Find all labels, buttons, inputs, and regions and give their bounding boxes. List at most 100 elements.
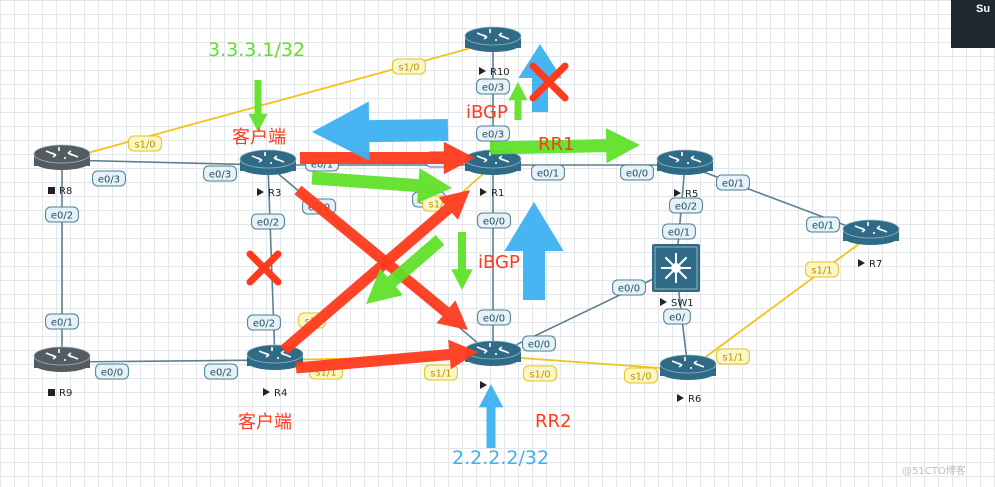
side-panel-tab[interactable]: Su xyxy=(951,0,995,48)
port-name: e0/3 xyxy=(209,170,231,181)
play-icon xyxy=(480,188,487,196)
green-arrow xyxy=(451,232,473,290)
link-sw1-r2[interactable] xyxy=(492,267,677,357)
node-r6[interactable] xyxy=(659,354,717,380)
port-name: e0/3 xyxy=(98,175,120,186)
port-label[interactable]: e0/1 xyxy=(716,174,750,191)
node-name: R1 xyxy=(491,188,504,199)
node-label-r2 xyxy=(480,381,487,389)
port-name: e0/0 xyxy=(626,169,648,180)
switch-icon xyxy=(652,244,700,292)
red-arrow xyxy=(300,141,475,175)
node-r1[interactable] xyxy=(464,149,522,175)
node-label-r7: R7 xyxy=(858,259,882,270)
port-label[interactable]: s1/0 xyxy=(392,58,426,75)
node-r10[interactable] xyxy=(464,26,522,52)
node-r5[interactable] xyxy=(656,149,714,175)
port-label[interactable]: e0/0 xyxy=(477,309,511,326)
port-label[interactable]: e0/3 xyxy=(92,170,126,187)
port-label[interactable]: e0/3 xyxy=(476,78,510,95)
link-r5-r7[interactable] xyxy=(684,164,872,236)
cross-mark-icon xyxy=(529,62,569,102)
port-name: e0/2 xyxy=(257,218,279,229)
node-label-r10: R10 xyxy=(479,67,510,78)
blue-arrow xyxy=(478,384,504,448)
port-name: e0/3 xyxy=(482,83,504,94)
red-arrow xyxy=(280,189,471,355)
port-label[interactable]: s1/1 xyxy=(716,348,750,365)
router-icon xyxy=(33,144,91,170)
annotation-text: RR2 xyxy=(535,411,571,432)
router-icon xyxy=(464,149,522,175)
port-label[interactable]: e0/0 xyxy=(620,164,654,181)
port-label[interactable]: s1/0 xyxy=(128,135,162,152)
port-label[interactable]: e0/0 xyxy=(477,212,511,229)
node-name: R5 xyxy=(685,189,698,200)
node-r3[interactable] xyxy=(239,149,297,175)
port-name: s1/1 xyxy=(722,353,743,364)
port-label[interactable]: e0/2 xyxy=(45,206,79,223)
play-icon xyxy=(660,298,667,306)
play-icon xyxy=(257,188,264,196)
port-label[interactable]: e0/1 xyxy=(662,223,696,240)
port-label[interactable]: e0/2 xyxy=(247,314,281,331)
port-name: s1/0 xyxy=(398,63,419,74)
port-name: s1/1 xyxy=(811,266,832,277)
port-name: s1/0 xyxy=(630,372,651,383)
port-label[interactable]: e0/0 xyxy=(522,335,556,352)
port-label[interactable]: e0/2 xyxy=(204,363,238,380)
stopped-icon xyxy=(48,187,55,194)
router-icon xyxy=(842,219,900,245)
port-label[interactable]: e0/2 xyxy=(251,213,285,230)
port-label[interactable]: s1/1 xyxy=(805,261,839,278)
link-r2-r6[interactable] xyxy=(492,355,689,371)
node-r2[interactable] xyxy=(464,340,522,366)
router-icon xyxy=(656,149,714,175)
green-arrow xyxy=(248,80,268,132)
port-label[interactable]: e0/3 xyxy=(476,125,510,142)
port-name: e0/0 xyxy=(483,314,505,325)
node-r9[interactable] xyxy=(33,346,91,372)
port-label[interactable]: e0/1 xyxy=(806,216,840,233)
port-name: s1/0 xyxy=(529,370,550,381)
node-name: R8 xyxy=(59,186,72,197)
annotation-text: 客户端 xyxy=(232,127,286,148)
node-sw1[interactable] xyxy=(652,244,700,292)
node-r8[interactable] xyxy=(33,144,91,170)
port-name: e0/ xyxy=(669,313,686,324)
router-icon xyxy=(33,346,91,372)
port-label[interactable]: e0/1 xyxy=(531,164,565,181)
annotation-text: iBGP xyxy=(478,252,520,273)
port-label[interactable]: e0/ xyxy=(663,308,691,325)
port-name: e0/2 xyxy=(210,368,232,379)
node-r4[interactable] xyxy=(246,344,304,370)
link-r9-r4[interactable] xyxy=(61,359,276,363)
port-label[interactable]: s1/0 xyxy=(523,365,557,382)
port-label[interactable]: e0/0 xyxy=(612,279,646,296)
node-r7[interactable] xyxy=(842,219,900,245)
port-label[interactable]: s1/0 xyxy=(624,367,658,384)
annotation-text: 3.3.3.1/32 xyxy=(208,39,305,61)
play-icon xyxy=(858,259,865,267)
annotation-text: 客户端 xyxy=(238,412,292,433)
link-r8-r3[interactable] xyxy=(61,159,269,166)
port-name: s1/1 xyxy=(315,368,336,379)
port-name: e0/0 xyxy=(618,284,640,295)
port-label[interactable]: e0/3 xyxy=(203,165,237,182)
port-label[interactable]: e0/2 xyxy=(669,197,703,214)
blue-arrow xyxy=(518,44,562,112)
port-label[interactable]: e0/1 xyxy=(45,313,79,330)
port-name: e0/1 xyxy=(722,179,744,190)
port-name: e0/1 xyxy=(51,318,73,329)
port-name: e0/1 xyxy=(537,169,559,180)
port-name: e0/0 xyxy=(528,340,550,351)
node-label-r1: R1 xyxy=(480,188,504,199)
green-arrow xyxy=(508,82,528,120)
port-label[interactable]: e0/0 xyxy=(95,363,129,380)
node-label-r6: R6 xyxy=(677,394,701,405)
red-arrow xyxy=(294,185,468,330)
router-icon xyxy=(464,340,522,366)
port-label[interactable]: s1/1 xyxy=(424,364,458,381)
link-r6-r7[interactable] xyxy=(687,234,872,371)
